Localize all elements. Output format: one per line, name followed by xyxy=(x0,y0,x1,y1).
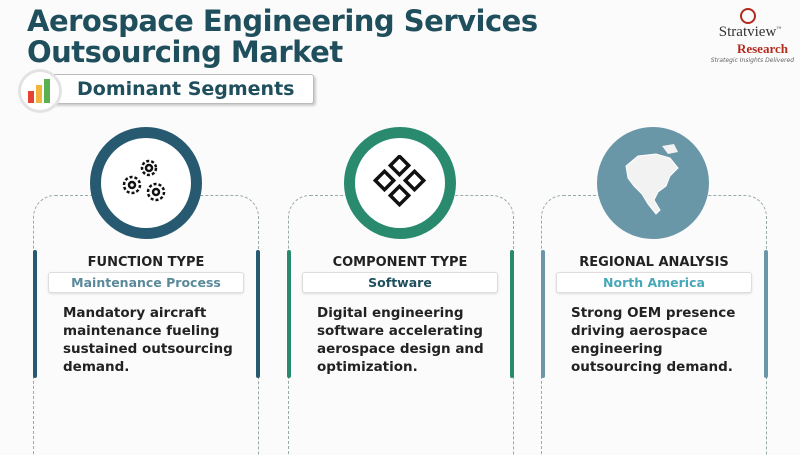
logo-sub: Research xyxy=(736,41,788,56)
north-america-map-icon xyxy=(625,144,679,215)
card-accent-bar xyxy=(256,250,260,378)
logo-tagline: Strategic Insights Delivered xyxy=(710,57,794,64)
card-heading: REGIONAL ANALYSIS xyxy=(579,255,729,270)
card-value: Software xyxy=(302,272,498,293)
card-description: Digital engineering software acceleratin… xyxy=(317,305,484,375)
card-heading: COMPONENT TYPE xyxy=(332,255,468,270)
card-description: Strong OEM presence driving aerospace en… xyxy=(571,305,736,375)
card-value: Maintenance Process xyxy=(48,272,244,293)
card-heading: FUNCTION TYPE xyxy=(87,255,205,270)
logo-tm: ™ xyxy=(776,27,782,32)
card-icon-circle xyxy=(344,127,456,239)
card-accent-bar xyxy=(287,250,291,378)
growth-bars-icon xyxy=(28,79,50,103)
card-icon-circle xyxy=(90,127,202,239)
diamond-grid-icon xyxy=(372,155,427,208)
stratview-logo: Stratview™ Research Strategic Insights D… xyxy=(700,8,800,64)
section-icon-circle xyxy=(18,69,62,113)
section-label-box: Dominant Segments xyxy=(40,74,314,104)
section-label: Dominant Segments xyxy=(77,78,295,100)
card-icon-circle xyxy=(597,127,709,239)
logo-mark-icon xyxy=(740,8,756,24)
card-accent-bar xyxy=(33,250,37,378)
card-accent-bar xyxy=(764,250,768,378)
card-description: Mandatory aircraft maintenance fueling s… xyxy=(63,305,233,375)
page-title: Aerospace Engineering Services Outsourci… xyxy=(27,4,538,69)
logo-name: Stratview xyxy=(718,24,777,40)
gears-icon xyxy=(122,159,166,202)
card-accent-bar xyxy=(541,250,545,378)
card-value: North America xyxy=(556,272,752,293)
card-accent-bar xyxy=(510,250,514,378)
